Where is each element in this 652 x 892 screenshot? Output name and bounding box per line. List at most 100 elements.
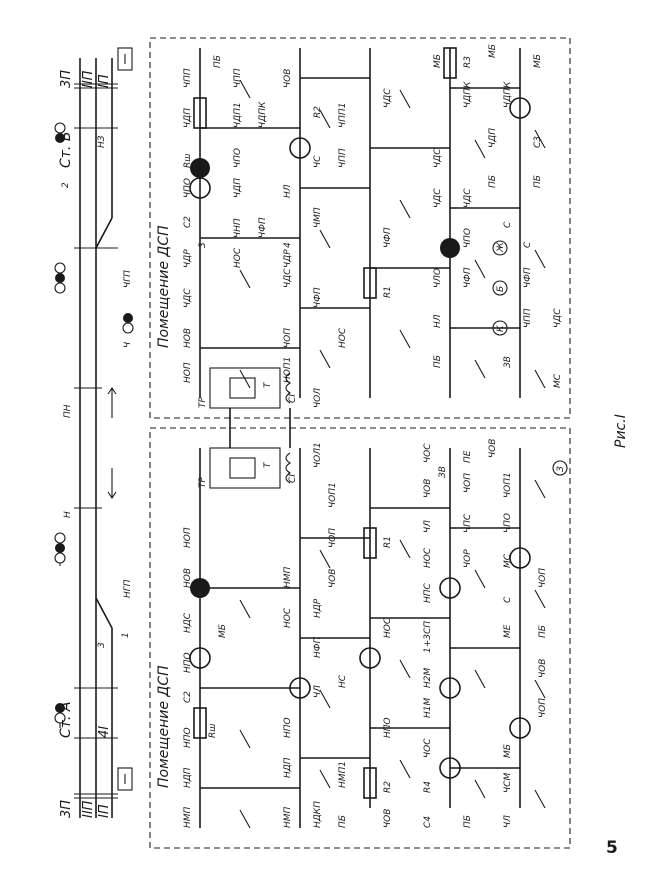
- right-contact-9: Rш: [183, 154, 193, 169]
- right-contact-23: ЧДР: [283, 249, 293, 268]
- track-label-1p-b: IП: [97, 74, 112, 88]
- right-contact-54: ЧДПК: [503, 81, 513, 108]
- right-contact-labels: ЧПП ЧДП ПБ ЧПП ЧДП1 ЧПО ЧДПК ЧОВ R2 Rш Ч…: [183, 44, 563, 408]
- track-layout: [54, 47, 134, 818]
- track-label-3p-a: 3П: [59, 800, 74, 818]
- right-contact-11: С2: [183, 216, 193, 228]
- right-transformer: [209, 367, 292, 409]
- left-contact-28: НОС: [383, 617, 393, 638]
- left-contact-25: ЧОП: [328, 528, 338, 548]
- right-contact-18: ЧДР: [183, 249, 193, 268]
- left-contact-6: НДС: [183, 612, 193, 633]
- right-contact-21: ЧНП: [233, 218, 243, 238]
- left-contact-22: ЧОВ: [383, 809, 393, 828]
- left-contact-35: R4: [423, 781, 433, 793]
- left-contact-43: ЧОВ: [423, 479, 433, 498]
- right-contact-3: ЧПП: [233, 68, 243, 88]
- page-number: 5: [606, 838, 618, 858]
- lamp-b: Б: [496, 286, 506, 292]
- left-contact-53: МС: [503, 553, 513, 568]
- left-contact-58: ЧСМ: [503, 773, 513, 793]
- left-contact-labels: НМП НДП НПО Rш C2 НПО НДС НОВ НОП МБ НМП…: [183, 439, 548, 828]
- right-contact-22: ЧПП: [338, 148, 348, 168]
- right-contact-37: НЛ: [433, 314, 443, 328]
- left-contact-42: ЧЛ: [423, 520, 433, 533]
- left-contact-24: ЧОВ: [328, 569, 338, 588]
- right-contact-34: ЧДС: [383, 88, 393, 108]
- left-contact-36: ЧОС: [423, 738, 433, 758]
- right-contact-15: ЧМП: [313, 207, 323, 228]
- left-contact-17: ЧЛ: [313, 685, 323, 698]
- right-contact-57: МБ: [533, 54, 543, 68]
- left-contact-1: НДП: [183, 767, 193, 788]
- left-contact-40: НПС: [423, 582, 433, 603]
- right-contact-52: R3: [463, 56, 473, 68]
- left-contact-38: Н2М: [423, 668, 433, 688]
- right-contact-13: НЛ: [283, 184, 293, 198]
- right-contact-49: ЧДПК: [463, 81, 473, 108]
- right-contact-58: ЗВ: [503, 356, 513, 368]
- signal-label-ngp: НГП: [123, 579, 133, 598]
- left-contact-32: ЧОЛ1: [313, 442, 323, 468]
- left-contact-45: ЧОП: [463, 473, 473, 493]
- right-contact-8: R2: [313, 106, 323, 118]
- left-contact-44: ЧОС: [423, 443, 433, 463]
- signal-label-1: 1: [121, 632, 131, 638]
- left-contact-8: НОП: [183, 527, 193, 548]
- right-contact-50: МБ: [488, 44, 498, 58]
- signal-label-n: Н: [63, 511, 73, 518]
- left-contact-14: ПБ: [338, 815, 348, 828]
- left-contact-21: НМП1: [338, 761, 348, 788]
- left-contact-47: ЗВ: [438, 466, 448, 478]
- left-contact-16: НМП: [283, 566, 293, 588]
- right-contact-56: ПБ: [533, 175, 543, 188]
- right-contact-6: ЧДПК: [258, 101, 268, 128]
- left-contact-12: НПО: [283, 717, 293, 738]
- left-contact-49: ЧОР: [463, 549, 473, 568]
- left-contact-26: R1: [383, 536, 393, 548]
- lamp-k: К: [496, 325, 506, 332]
- left-contact-3: Rш: [208, 724, 218, 739]
- left-contact-56: ПБ: [463, 815, 473, 828]
- left-contact-41: НОС: [423, 547, 433, 568]
- left-contact-54: С: [503, 596, 513, 603]
- right-contact-29: R1: [383, 286, 393, 298]
- left-station-panel: Помещение ДСП: [149, 427, 571, 849]
- left-contact-7: НОВ: [183, 568, 193, 588]
- left-transformer: [209, 447, 292, 489]
- right-contact-25: 4: [283, 242, 293, 248]
- right-contact-42: ЧОЛ: [313, 388, 323, 408]
- left-contact-50: ЧОВ: [488, 439, 498, 458]
- left-contact-27: ЧОП1: [328, 482, 338, 508]
- left-contact-37: Н1М: [423, 698, 433, 718]
- track-label-3p-b: 3П: [59, 70, 74, 88]
- right-contact-41: СГ: [288, 391, 298, 403]
- indicator-lamps: К Б Ж З: [492, 240, 568, 476]
- left-contact-57: ЧЛ: [503, 815, 513, 828]
- right-contact-59: ЧПП: [523, 308, 533, 328]
- right-contact-17: ЧПП1: [338, 103, 348, 128]
- left-contact-31: СГ: [288, 471, 298, 483]
- left-contact-18: НФП: [313, 636, 323, 658]
- right-contact-16: ЧС: [313, 155, 323, 168]
- left-contact-48: ЧПС: [463, 513, 473, 533]
- right-contact-64: С: [523, 241, 533, 248]
- right-contact-0: ЧПП: [183, 68, 193, 88]
- left-contact-30: Т: [263, 461, 273, 468]
- right-contact-5: ЧПО: [233, 148, 243, 168]
- left-contact-20: НС: [338, 674, 348, 688]
- track-label-2p-a: IIП: [81, 800, 96, 818]
- right-contact-35: ЧФП: [383, 227, 393, 248]
- right-contact-55: С3: [533, 136, 543, 148]
- right-contact-26: НОВ: [183, 328, 193, 348]
- left-contact-29: ТР: [198, 477, 208, 488]
- right-contact-30: ЧОП: [283, 328, 293, 348]
- left-contact-61: ЧОВ: [538, 659, 548, 678]
- right-contact-14: ЧФП: [258, 217, 268, 238]
- signal-heads: [54, 122, 134, 728]
- station-a-title: Ст. А: [58, 702, 74, 738]
- left-contact-19: НДР: [313, 598, 323, 618]
- track-label-2: 2: [61, 182, 71, 188]
